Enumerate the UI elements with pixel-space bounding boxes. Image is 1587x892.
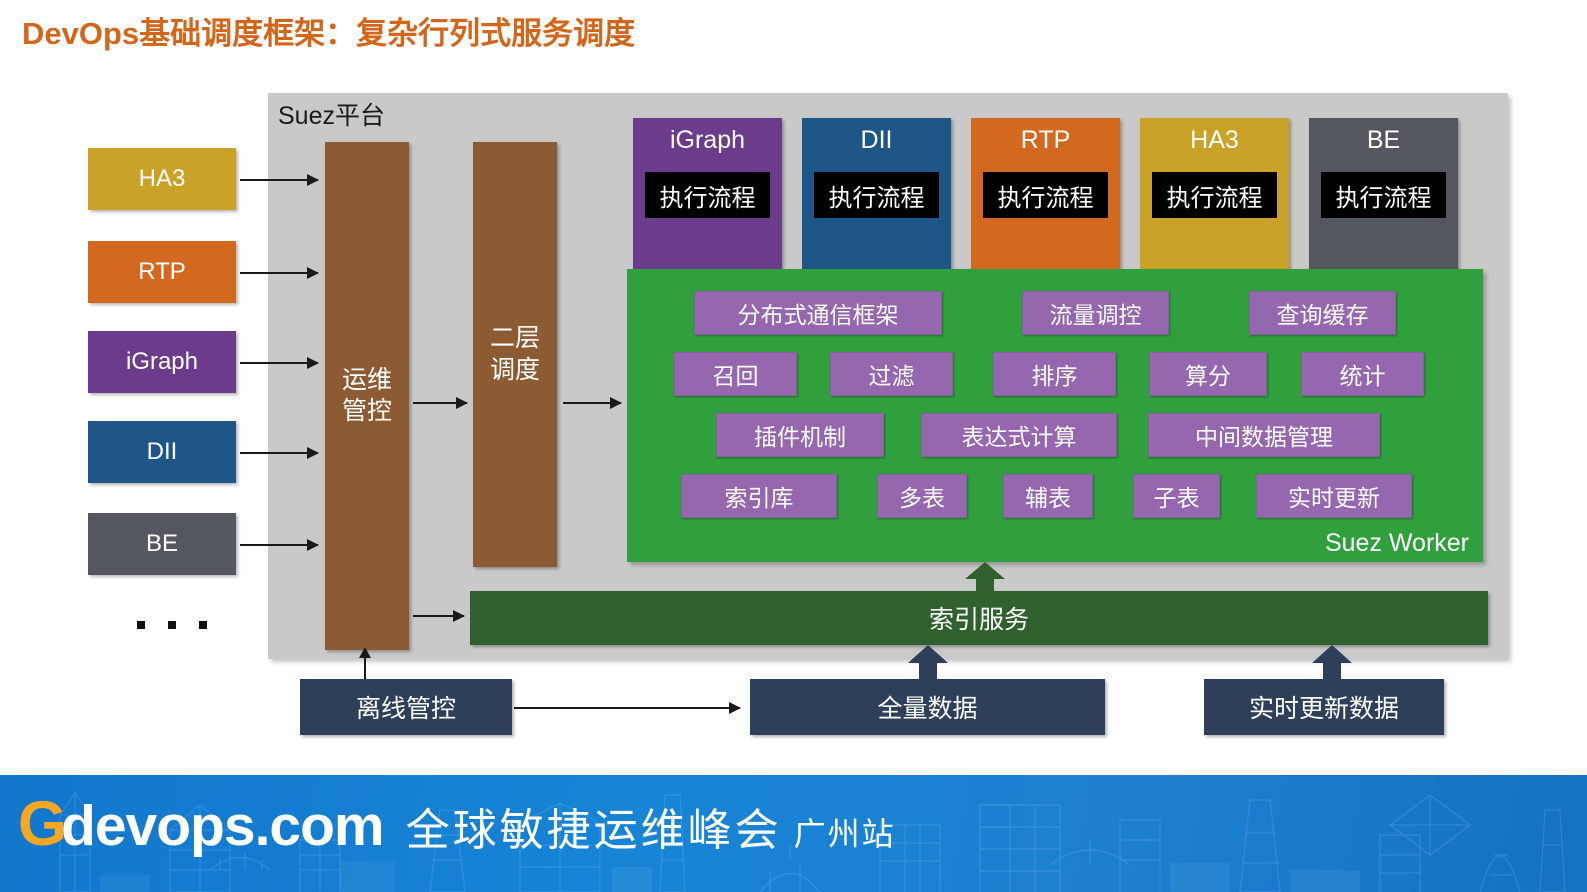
source-box-ha3[interactable]: HA3 [88,148,236,210]
capability-box[interactable]: 流量调控 [1022,291,1169,335]
engine-flow-box[interactable]: 执行流程 [645,172,770,218]
suez-worker-label: Suez Worker [1324,529,1469,557]
capability-box[interactable]: 插件机制 [716,413,884,457]
engine-title: HA3 [1190,126,1239,154]
source-box-label: DII [146,438,178,466]
arrow-be-to-ops [240,539,319,551]
arrow-dii-to-ops [240,447,319,459]
index-service-bar[interactable]: 索引服务 [470,591,1488,645]
arrow-ops-to-l2 [413,397,468,409]
source-box-igraph[interactable]: iGraph [88,331,236,393]
footer-summit-name: 全球敏捷运维峰会 [405,806,782,855]
data-box-offline-control[interactable]: 离线管控 [300,679,512,735]
engine-title: DII [860,126,893,154]
capability-box[interactable]: 索引库 [681,474,837,518]
source-box-label: RTP [138,258,186,286]
source-box-rtp[interactable]: RTP [88,241,236,303]
data-box-label: 全量数据 [877,695,978,723]
pillar-second-level-schedule[interactable]: 二层 调度 [473,142,557,567]
source-box-label: HA3 [138,165,186,193]
page-title: DevOps基础调度框架：复杂行列式服务调度 [22,16,636,51]
capability-box[interactable]: 多表 [877,474,967,518]
source-box-label: iGraph [125,348,199,376]
capability-box[interactable]: 统计 [1301,352,1424,396]
source-box-be[interactable]: BE [88,513,236,575]
engine-column-ha3[interactable]: HA3 执行流程 [1140,118,1289,273]
engine-column-igraph[interactable]: iGraph 执行流程 [633,118,782,273]
engine-flow-box[interactable]: 执行流程 [1321,172,1446,218]
capability-box[interactable]: 分布式通信框架 [694,291,942,335]
capability-box[interactable]: 表达式计算 [921,413,1117,457]
arrow-igraph-to-ops [240,357,319,369]
arrow-rtp-to-ops [240,267,319,279]
arrow-l2-to-worker [563,397,622,409]
pillar-ops-control[interactable]: 运维 管控 [325,142,409,650]
engine-title: iGraph [669,126,746,154]
data-box-realtime-data[interactable]: 实时更新数据 [1204,679,1444,735]
arrow-offline-to-full-data [514,702,741,714]
data-box-label: 实时更新数据 [1248,695,1399,723]
capability-box[interactable]: 过滤 [830,352,953,396]
source-box-dii[interactable]: DII [88,421,236,483]
capability-box[interactable]: 召回 [674,352,797,396]
capability-box[interactable]: 实时更新 [1256,474,1412,518]
ellipsis-dots-icon [137,608,207,642]
source-box-label: BE [145,530,178,558]
engine-flow-box[interactable]: 执行流程 [1152,172,1277,218]
footer-logo-g: G [18,789,67,859]
data-box-full-data[interactable]: 全量数据 [750,679,1105,735]
city-skyline-icon [59,791,1566,892]
data-box-label: 离线管控 [355,695,456,723]
capability-box[interactable]: 查询缓存 [1249,291,1396,335]
arrow-index-service-to-worker [965,562,1005,593]
index-service-label: 索引服务 [928,606,1029,634]
capability-box[interactable]: 辅表 [1003,474,1093,518]
footer-city-name: 广州站 [793,816,896,852]
capability-box[interactable]: 中间数据管理 [1148,413,1380,457]
engine-column-rtp[interactable]: RTP 执行流程 [971,118,1120,273]
capability-box[interactable]: 子表 [1133,474,1220,518]
capability-box[interactable]: 排序 [993,352,1116,396]
engine-title: RTP [1020,126,1071,154]
footer-banner: G devops.com 全球敏捷运维峰会 广州站 [0,775,1587,892]
engine-column-dii[interactable]: DII 执行流程 [802,118,951,273]
engine-title: BE [1366,126,1401,154]
footer-domain-text: devops.com [61,794,385,858]
arrow-realtime-data-to-index-service [1312,645,1352,681]
suez-platform-label: Suez平台 [278,102,385,130]
arrow-ha3-to-ops [240,174,319,186]
arrow-full-data-to-index-service [908,645,948,681]
pillar-label: 二层 调度 [489,324,540,384]
footer-brand: G devops.com 全球敏捷运维峰会 广州站 [18,793,896,858]
capability-box[interactable]: 算分 [1149,352,1267,396]
engine-flow-box[interactable]: 执行流程 [814,172,939,218]
engine-flow-box[interactable]: 执行流程 [983,172,1108,218]
engine-column-be[interactable]: BE 执行流程 [1309,118,1458,273]
arrow-ops-to-index-service [413,610,465,622]
pillar-label: 运维 管控 [341,365,392,425]
